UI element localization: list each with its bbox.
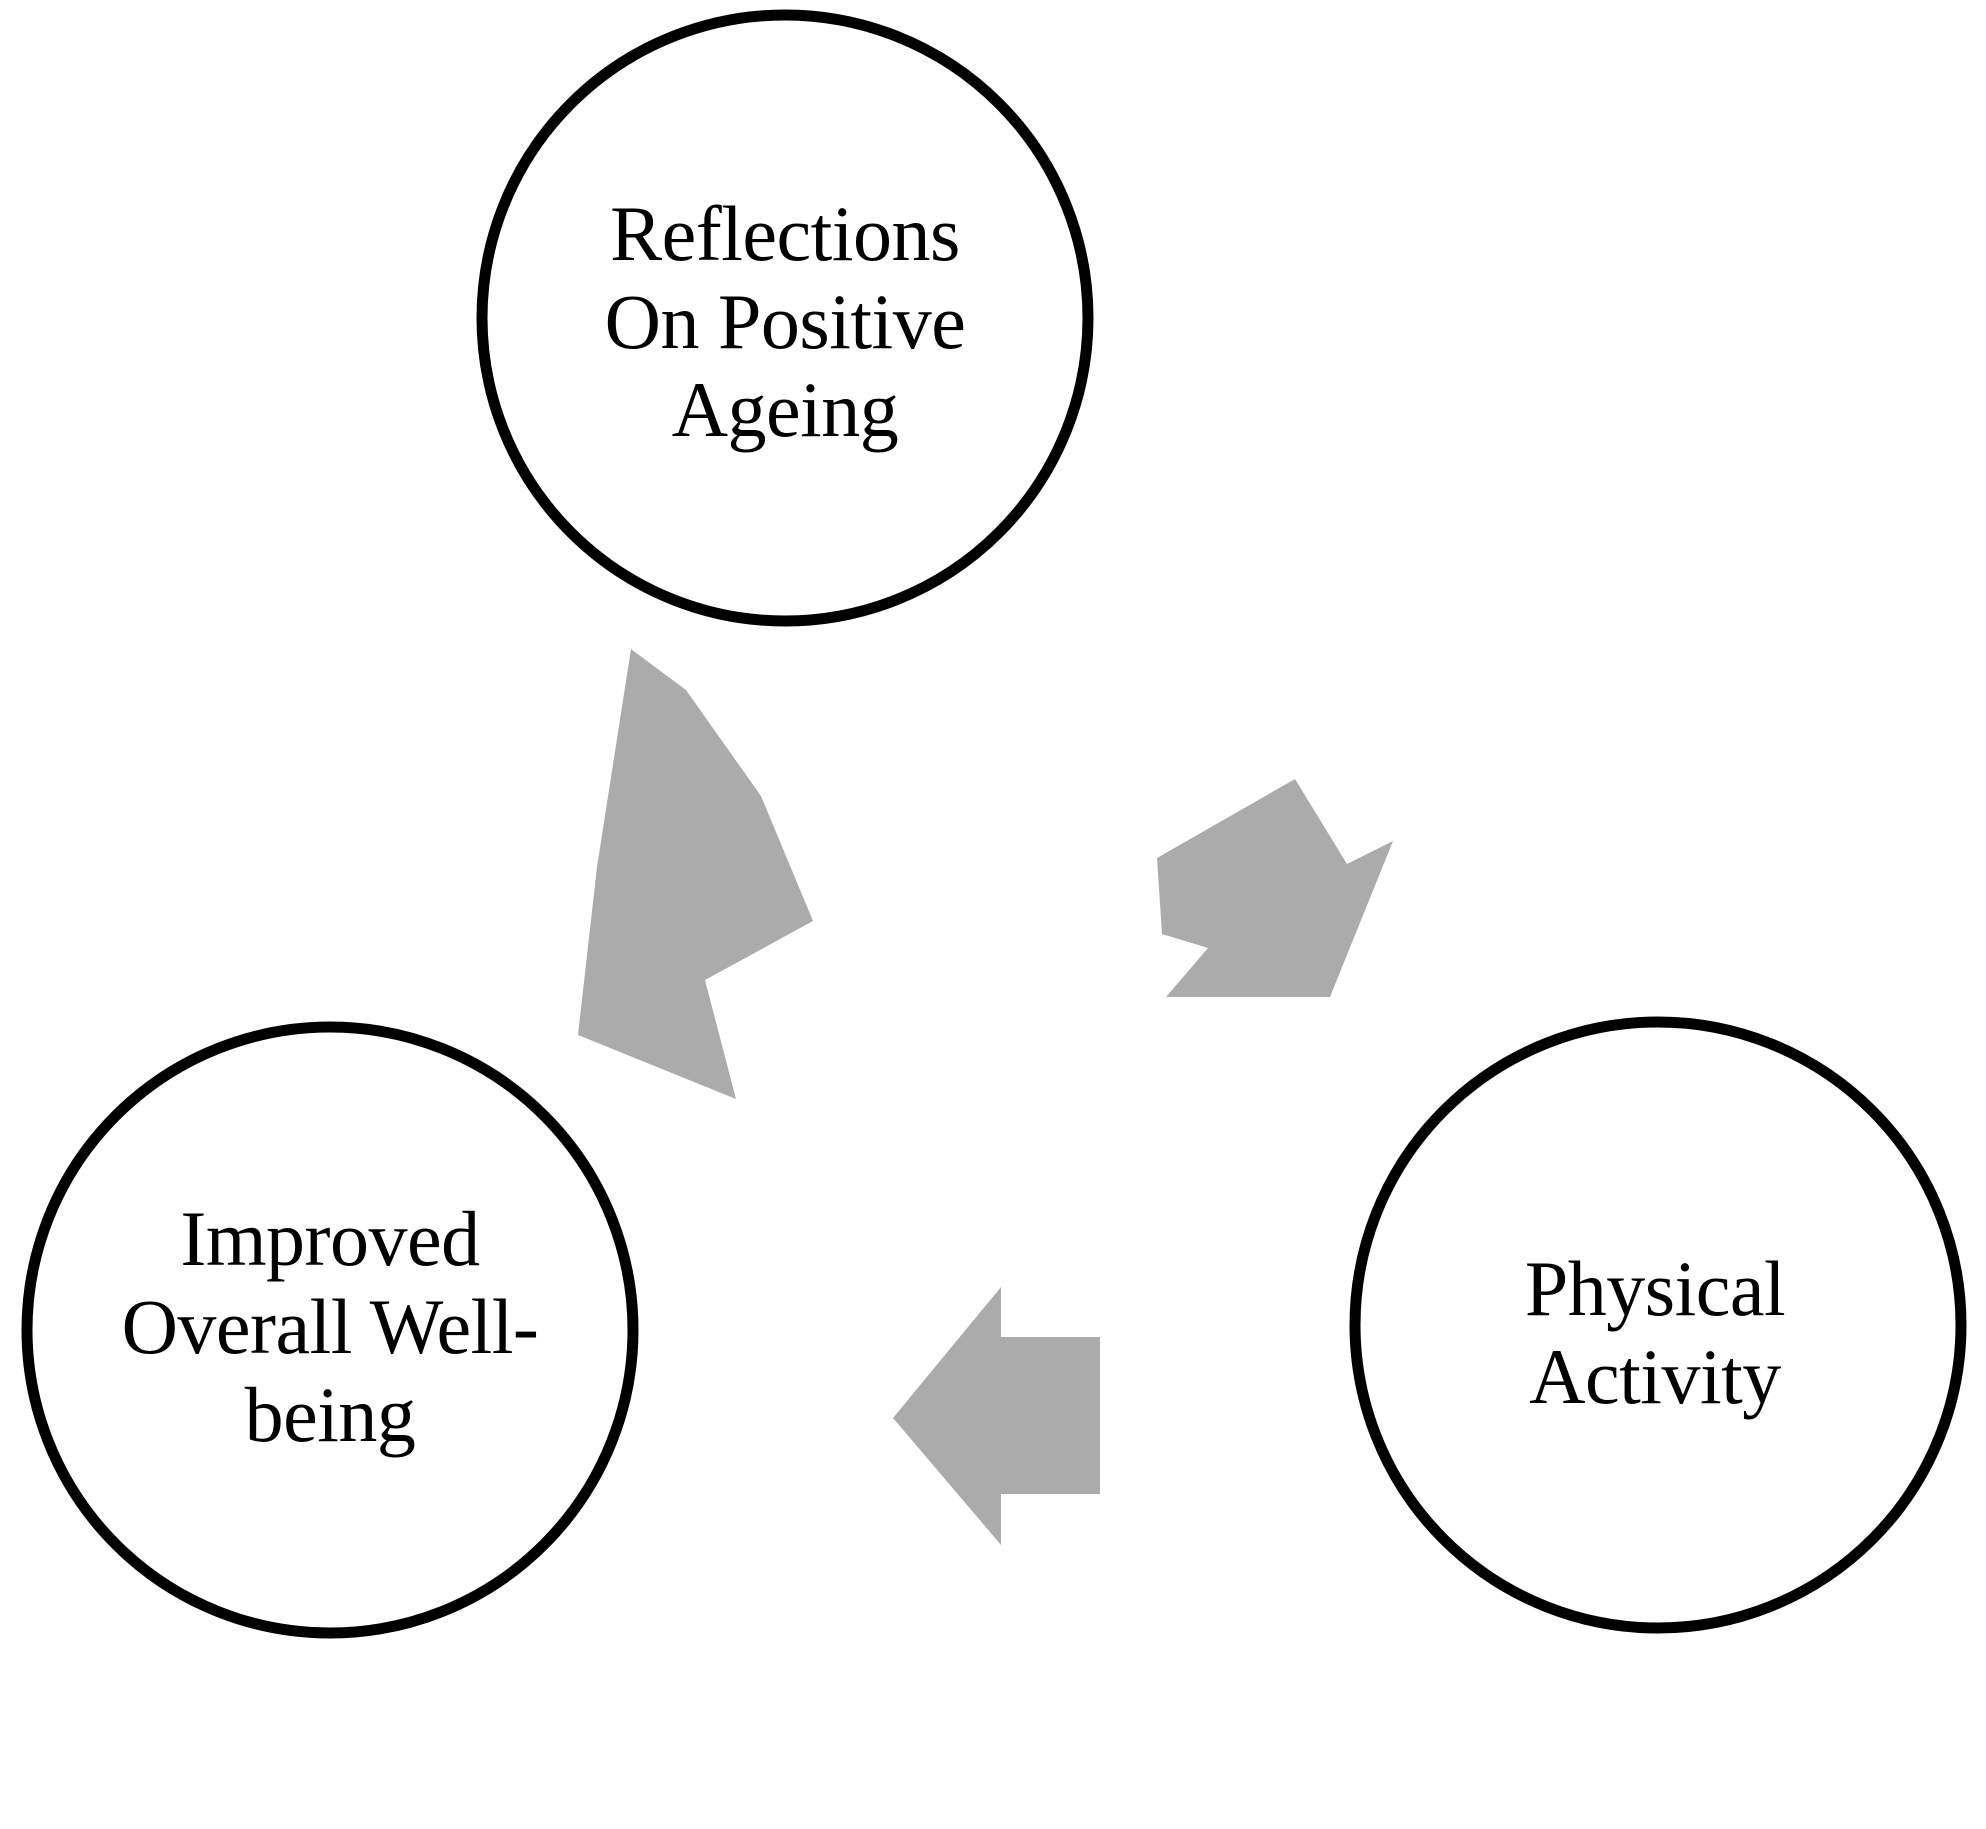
node-circle-physical-activity[interactable] bbox=[1349, 1016, 1967, 1634]
node-circle-improved-wellbeing[interactable] bbox=[21, 1021, 639, 1639]
arrow-reflections-to-physical bbox=[1157, 779, 1393, 997]
arrow-right-to-left bbox=[893, 1287, 1100, 1545]
arrow-left-to-top bbox=[578, 649, 813, 1099]
node-circle-reflections[interactable] bbox=[476, 9, 1094, 627]
